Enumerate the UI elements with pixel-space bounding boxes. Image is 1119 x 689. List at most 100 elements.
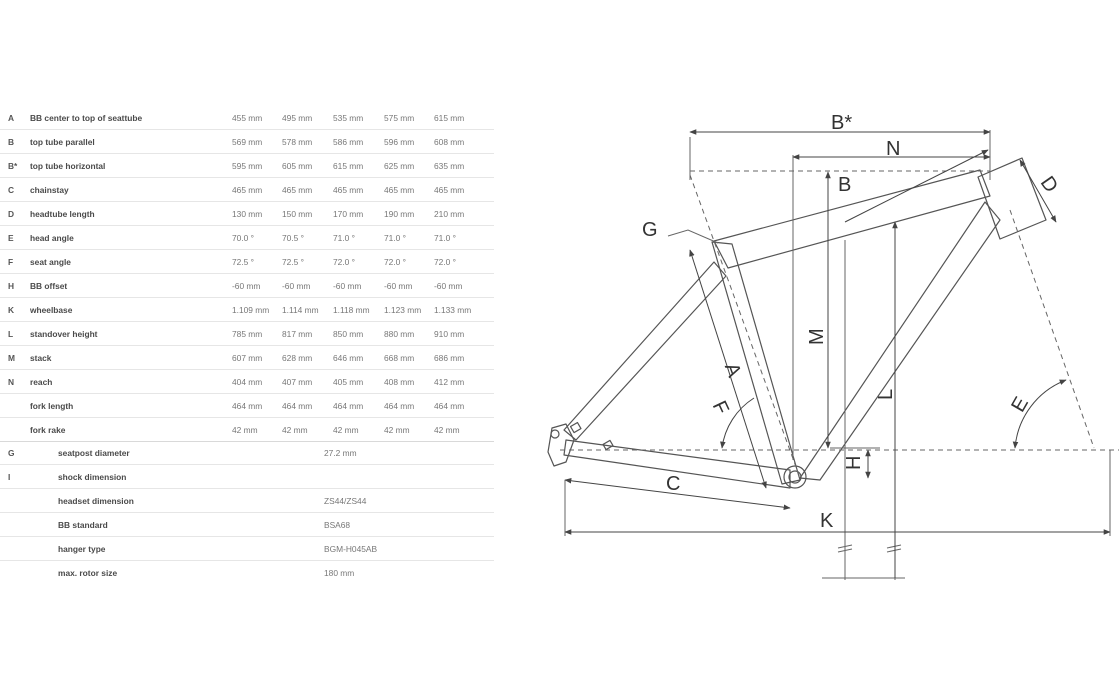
row-value: -60 mm bbox=[333, 281, 362, 291]
row-value: 70.5 ° bbox=[282, 233, 304, 243]
row-value: 42 mm bbox=[232, 425, 258, 435]
table-row: headset dimension ZS44/ZS44 bbox=[0, 489, 494, 513]
row-key: A bbox=[8, 113, 15, 123]
row-value: 608 mm bbox=[434, 137, 465, 147]
row-value: 1.109 mm bbox=[232, 305, 270, 315]
row-value: 130 mm bbox=[232, 209, 263, 219]
row-value: 1.114 mm bbox=[282, 305, 319, 315]
table-row: BB standard BSA68 bbox=[0, 513, 494, 537]
row-value: 72.0 ° bbox=[434, 257, 456, 267]
row-value: 42 mm bbox=[333, 425, 359, 435]
row-label: shock dimension bbox=[58, 472, 127, 482]
row-value: 465 mm bbox=[232, 185, 263, 195]
row-key: B* bbox=[8, 161, 18, 171]
row-label: BB standard bbox=[58, 520, 108, 530]
dim-a bbox=[689, 249, 767, 489]
row-value: 569 mm bbox=[232, 137, 263, 147]
row-label: reach bbox=[30, 377, 53, 387]
bottom-bracket-inner bbox=[788, 470, 802, 484]
row-value: 405 mm bbox=[333, 377, 364, 387]
row-value: 465 mm bbox=[434, 185, 465, 195]
dim-b bbox=[844, 149, 989, 223]
row-value: 817 mm bbox=[282, 329, 313, 339]
row-value: -60 mm bbox=[384, 281, 413, 291]
row-value: -60 mm bbox=[434, 281, 463, 291]
dim-d bbox=[1019, 159, 1057, 223]
table-row: I shock dimension bbox=[0, 465, 494, 489]
row-key: M bbox=[8, 353, 15, 363]
row-value: -60 mm bbox=[232, 281, 261, 291]
row-value: 605 mm bbox=[282, 161, 313, 171]
row-label: headtube length bbox=[30, 209, 95, 219]
row-label: max. rotor size bbox=[58, 568, 118, 578]
row-value: 42 mm bbox=[434, 425, 460, 435]
table-row: M stack 607 mm 628 mm 646 mm 668 mm 686 … bbox=[0, 346, 494, 370]
row-key: B bbox=[8, 137, 15, 147]
label-m: M bbox=[806, 328, 828, 345]
table-row: max. rotor size 180 mm bbox=[0, 561, 494, 584]
spec-table: G seatpost diameter 27.2 mm I shock dime… bbox=[0, 441, 494, 584]
label-e: E bbox=[1007, 393, 1033, 416]
table-row: C chainstay 465 mm 465 mm 465 mm 465 mm … bbox=[0, 178, 494, 202]
table-row: fork length 464 mm 464 mm 464 mm 464 mm … bbox=[0, 394, 494, 418]
row-value: 27.2 mm bbox=[324, 448, 357, 458]
dimension-arrows bbox=[564, 129, 1111, 578]
row-value: 465 mm bbox=[282, 185, 313, 195]
rear-axle bbox=[550, 429, 560, 439]
label-l: L bbox=[875, 389, 897, 400]
frame-geometry-diagram: B* N B D G M A F L E H C K bbox=[547, 112, 1119, 580]
row-key: K bbox=[8, 305, 15, 315]
seat-tube bbox=[711, 241, 801, 485]
row-value: 72.0 ° bbox=[333, 257, 355, 267]
row-value: 455 mm bbox=[232, 113, 263, 123]
row-label: BB offset bbox=[30, 281, 68, 291]
reference-lines bbox=[560, 130, 1119, 580]
row-value: 586 mm bbox=[333, 137, 364, 147]
seat-stay bbox=[563, 261, 727, 441]
row-value: 407 mm bbox=[282, 377, 313, 387]
table-row: B* top tube horizontal 595 mm 605 mm 615… bbox=[0, 154, 494, 178]
row-value: 1.118 mm bbox=[333, 305, 370, 315]
row-value: 464 mm bbox=[282, 401, 313, 411]
head-tube bbox=[977, 157, 1047, 240]
row-value: ZS44/ZS44 bbox=[324, 496, 367, 506]
table-row: E head angle 70.0 ° 70.5 ° 71.0 ° 71.0 °… bbox=[0, 226, 494, 250]
row-value: 72.5 ° bbox=[282, 257, 304, 267]
geometry-table: A BB center to top of seattube 455 mm 49… bbox=[0, 106, 494, 441]
dimension-labels: B* N B D G M A F L E H C K bbox=[642, 112, 1062, 532]
row-value: 404 mm bbox=[232, 377, 263, 387]
row-value: 465 mm bbox=[384, 185, 415, 195]
row-label: seatpost diameter bbox=[58, 448, 130, 458]
row-value: 42 mm bbox=[282, 425, 308, 435]
table-divider bbox=[0, 441, 494, 442]
row-value: BSA68 bbox=[324, 520, 351, 530]
table-row: G seatpost diameter 27.2 mm bbox=[0, 441, 494, 465]
row-label: fork rake bbox=[30, 425, 66, 435]
row-key: I bbox=[8, 472, 11, 482]
row-value: 850 mm bbox=[333, 329, 364, 339]
label-c: C bbox=[666, 473, 680, 495]
row-value: 170 mm bbox=[333, 209, 364, 219]
label-a: A bbox=[720, 360, 745, 381]
down-tube bbox=[799, 201, 1001, 481]
row-label: wheelbase bbox=[30, 305, 73, 315]
row-value: 71.0 ° bbox=[384, 233, 406, 243]
row-value: 150 mm bbox=[282, 209, 313, 219]
row-label: top tube horizontal bbox=[30, 161, 106, 171]
row-label: headset dimension bbox=[58, 496, 134, 506]
row-label: chainstay bbox=[30, 185, 69, 195]
table-row: K wheelbase 1.109 mm 1.114 mm 1.118 mm 1… bbox=[0, 298, 494, 322]
row-value: 180 mm bbox=[324, 568, 355, 578]
row-value: 785 mm bbox=[232, 329, 263, 339]
row-value: 72.5 ° bbox=[232, 257, 254, 267]
row-label: stack bbox=[30, 353, 52, 363]
row-key: H bbox=[8, 281, 15, 291]
row-value: 465 mm bbox=[333, 185, 364, 195]
row-key: L bbox=[8, 329, 14, 339]
table-row: D headtube length 130 mm 150 mm 170 mm 1… bbox=[0, 202, 494, 226]
row-value: 880 mm bbox=[384, 329, 415, 339]
table-row: H BB offset -60 mm -60 mm -60 mm -60 mm … bbox=[0, 274, 494, 298]
row-value: 628 mm bbox=[282, 353, 313, 363]
row-value: 42 mm bbox=[384, 425, 410, 435]
bottom-bracket bbox=[783, 465, 807, 489]
